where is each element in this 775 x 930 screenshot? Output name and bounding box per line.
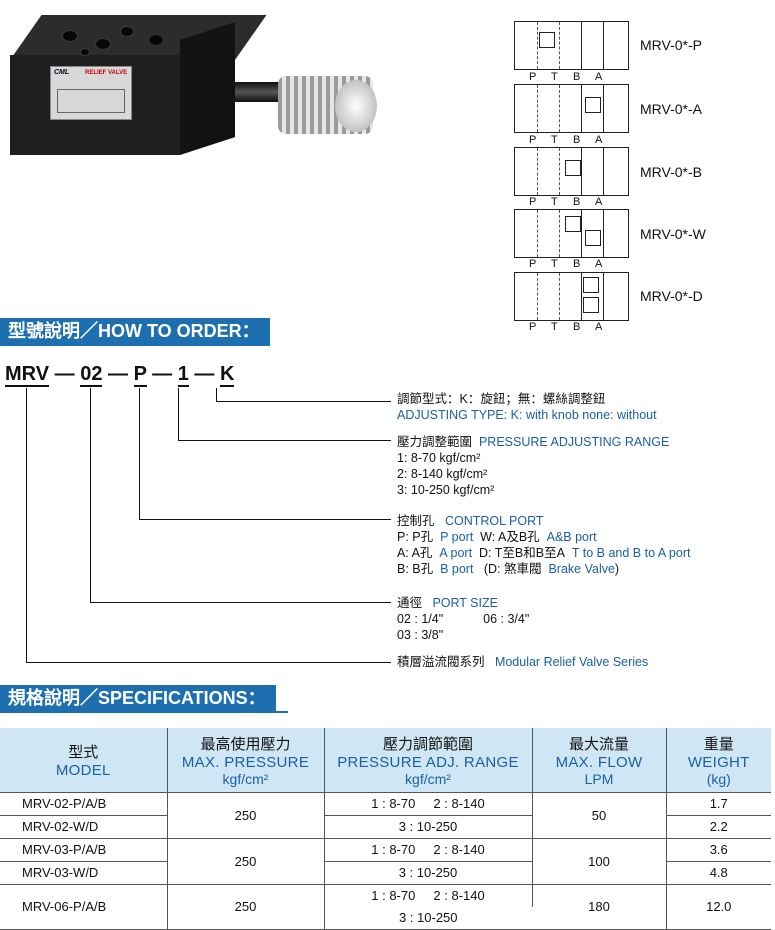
leader-line xyxy=(90,388,91,602)
hydraulic-symbol-a xyxy=(514,84,629,133)
order-code: MRV — 02 — P — 1 — K xyxy=(5,363,235,387)
code-range: 1 xyxy=(177,363,189,387)
code-series: MRV xyxy=(5,363,50,387)
code-adjusting: K xyxy=(219,363,235,387)
symbol-name: MRV-0*-P xyxy=(640,37,702,53)
series-desc: 積層溢流閥系列 Modular Relief Valve Series xyxy=(397,655,649,669)
section-rule xyxy=(0,711,288,713)
port-hole xyxy=(95,38,111,50)
hydraulic-symbol-w xyxy=(514,209,629,258)
leader-line xyxy=(178,388,179,440)
leader-line xyxy=(139,519,391,520)
port-hole xyxy=(62,30,78,42)
table-row: MRV-02-P/A/B 250 1 : 8-70 2 : 8-140 50 1… xyxy=(0,792,771,839)
leader-line xyxy=(139,388,140,519)
symbol-name: MRV-0*-D xyxy=(640,288,703,304)
nameplate-symbol xyxy=(57,89,125,113)
specifications-header: 規格說明／SPECIFICATIONS： xyxy=(0,685,276,711)
knob-cap xyxy=(335,80,377,132)
hydraulic-symbol-d xyxy=(514,272,629,321)
adjusting-type-desc: 調節型式：K：旋鈕；無：螺絲調整鈕 ADJUSTING TYPE: K: wit… xyxy=(397,392,657,422)
valve-stem xyxy=(235,82,280,102)
nameplate: CML RELIEF VALVE xyxy=(50,66,132,120)
hydraulic-symbol-p xyxy=(514,21,629,70)
symbol-name: MRV-0*-W xyxy=(640,226,706,242)
leader-line xyxy=(26,388,27,662)
leader-line xyxy=(216,401,391,402)
product-photo: CML RELIEF VALVE xyxy=(0,0,380,160)
bolt-hole xyxy=(80,48,90,56)
nameplate-text: RELIEF VALVE xyxy=(85,70,128,76)
port-hole xyxy=(120,26,134,37)
table-row: MRV-06-P/A/B 250 1 : 8-70 2 : 8-140 180 … xyxy=(0,884,771,930)
leader-line xyxy=(90,602,391,603)
code-control: P xyxy=(133,363,147,387)
brand-logo: CML xyxy=(54,69,70,76)
symbol-name: MRV-0*-A xyxy=(640,101,702,117)
leader-line xyxy=(178,440,391,441)
leader-line xyxy=(216,388,217,401)
hydraulic-symbol-b xyxy=(514,147,629,196)
port-hole xyxy=(148,34,164,46)
leader-line xyxy=(26,662,391,663)
table-row: MRV-03-W/D 3 : 10-250 4.8 xyxy=(0,861,771,885)
table-row: MRV-02-W/D 3 : 10-250 2.2 xyxy=(0,815,771,839)
control-port-desc: 控制孔 CONTROL PORT P: P孔 P port W: A及B孔 A&… xyxy=(397,514,691,576)
how-to-order-header: 型號說明／HOW TO ORDER： xyxy=(0,318,270,344)
port-size-desc: 通徑 PORT SIZE 02 : 1/4"06 : 3/4" 03 : 3/8… xyxy=(397,596,530,642)
pressure-range-desc: 壓力調整範圍 PRESSURE ADJUSTING RANGE 1: 8-70 … xyxy=(397,435,670,497)
table-row: MRV-03-P/A/B 250 1 : 8-70 2 : 8-140 100 … xyxy=(0,838,771,885)
section-rule xyxy=(0,344,270,346)
code-size: 02 xyxy=(80,363,103,387)
symbol-name: MRV-0*-B xyxy=(640,164,702,180)
